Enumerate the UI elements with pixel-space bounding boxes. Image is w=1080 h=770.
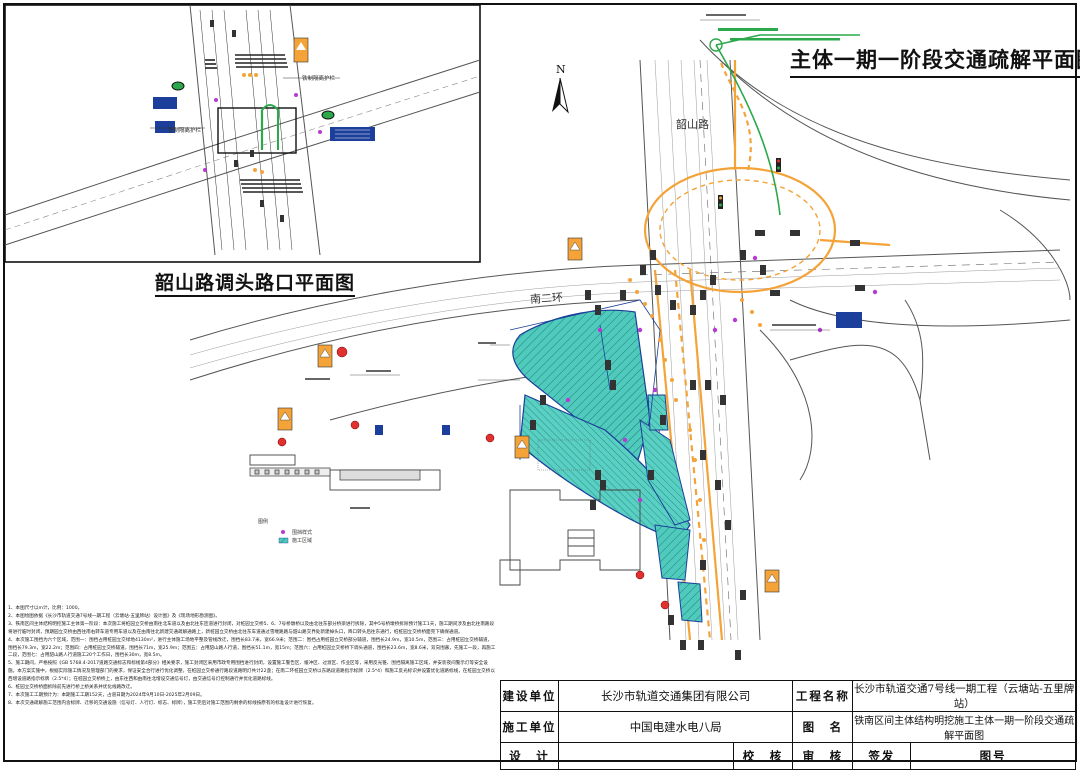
north-label: N bbox=[556, 63, 566, 76]
main-title: 主体一期一阶段交通疏解平面图 bbox=[790, 44, 1080, 78]
builder-label: 施工单位 bbox=[500, 711, 559, 743]
drawing-name-label: 图 名 bbox=[792, 711, 854, 743]
inset-label-guardrail-1: 铁制隔离护栏 bbox=[302, 76, 336, 82]
legend-item-fence: 围挡样式 bbox=[292, 530, 313, 536]
north-arrow bbox=[552, 77, 569, 114]
guide-signs bbox=[375, 312, 862, 435]
note-item: 5、施工期间，严格按照《GB 5768.4-2017道路交通标志和标线第4部分》… bbox=[8, 661, 495, 683]
purple-markers bbox=[565, 255, 878, 503]
road-label-shaoshan: 韶山路 bbox=[676, 118, 709, 131]
inset-title: 韶山路调头路口平面图 bbox=[155, 268, 356, 297]
check-label: 校 核 bbox=[732, 742, 794, 770]
road-boundaries bbox=[189, 39, 1071, 641]
green-route bbox=[709, 34, 860, 216]
cones bbox=[628, 278, 762, 542]
note-item: 7、本次施工工期预计为：本期施工工期152天，占道日期为2024年9月10日-2… bbox=[8, 692, 205, 698]
review-label: 审 核 bbox=[792, 742, 854, 770]
note-item: 2、本图绘图依据《长沙市轨道交通7号线一期工程（云塘站-五里牌站）设计图》及《现… bbox=[8, 613, 220, 619]
legend bbox=[278, 530, 289, 544]
inset-crosswalk bbox=[205, 54, 303, 193]
construction-zones bbox=[512, 309, 703, 623]
vehicles bbox=[530, 230, 865, 660]
drawing-no-label: 图号 bbox=[910, 742, 1076, 770]
note-item: 1、本图尺寸以m计，比例：1000。 bbox=[8, 606, 83, 611]
road-label-nan-er-huan: 南二环 bbox=[529, 290, 564, 307]
prohibition-signs bbox=[277, 346, 670, 610]
warning-signs bbox=[277, 237, 780, 593]
inset-panel bbox=[4, 4, 481, 263]
inset-label-guardrail-2: 铁制隔离护栏 bbox=[168, 128, 202, 134]
title-block: 建设单位 长沙市轨道交通集团有限公司 工程名称 长沙市轨道交通7号线一期工程（云… bbox=[500, 680, 1076, 770]
note-item: 4、本次施工围挡为六个区域，范围一：围挡占用桩园立交绿地4130m²，进行主体施… bbox=[8, 637, 496, 659]
project-name: 长沙市轨道交通7号线一期工程（云塘站-五里牌站） bbox=[852, 680, 1076, 712]
drawing-name: 铁南区间主体结构明挖施工主体一期一阶段交通疏解平面图 bbox=[852, 711, 1076, 743]
barrier-row bbox=[249, 467, 421, 481]
construction-unit-label: 建设单位 bbox=[500, 680, 559, 712]
note-item: 6、桩园立交桥桥面拆除前先进行桥上桥关系并优化线路改迁。 bbox=[8, 685, 135, 691]
legend-item-construction-zone: 施工区域 bbox=[292, 538, 313, 544]
note-item: 3、铁南区间主体结构明挖施工主体第一阶段：本次施工将桩园立交桥由南往北车道以及由… bbox=[8, 621, 495, 635]
sign-label: 签发 bbox=[852, 742, 912, 770]
construction-unit: 长沙市轨道交通集团有限公司 bbox=[557, 680, 794, 712]
project-name-label: 工程名称 bbox=[792, 680, 854, 712]
note-item: 8、本次交通疏解施工范围内含标牌、迁移的交通设施（信号灯、人行灯、标志、标牌），… bbox=[8, 700, 317, 706]
builder: 中国电建水电八局 bbox=[557, 711, 794, 743]
design-value bbox=[557, 742, 734, 770]
legend-title: 图例 bbox=[258, 519, 269, 525]
traffic-signals bbox=[718, 158, 781, 209]
construction-notes: 1、本图尺寸以m计，比例：1000。 2、本图绘图依据《长沙市轨道交通7号线一期… bbox=[8, 605, 496, 708]
design-label: 设 计 bbox=[500, 742, 559, 770]
